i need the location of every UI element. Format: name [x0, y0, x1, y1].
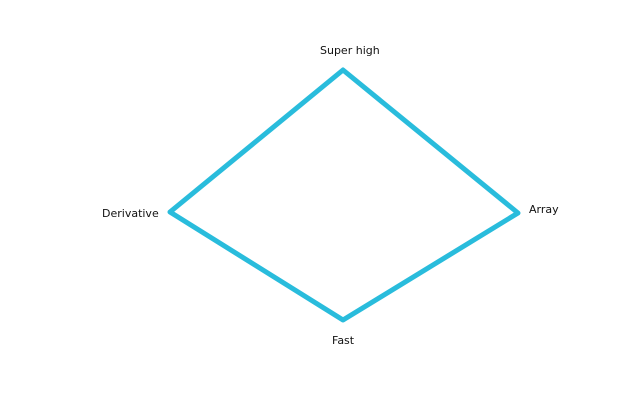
- node-label-bottom: Fast: [332, 334, 355, 347]
- node-label-top: Super high: [320, 44, 380, 57]
- diamond-outline: [167, 67, 521, 323]
- node-label-left: Derivative: [102, 207, 159, 220]
- node-label-right: Array: [529, 203, 559, 216]
